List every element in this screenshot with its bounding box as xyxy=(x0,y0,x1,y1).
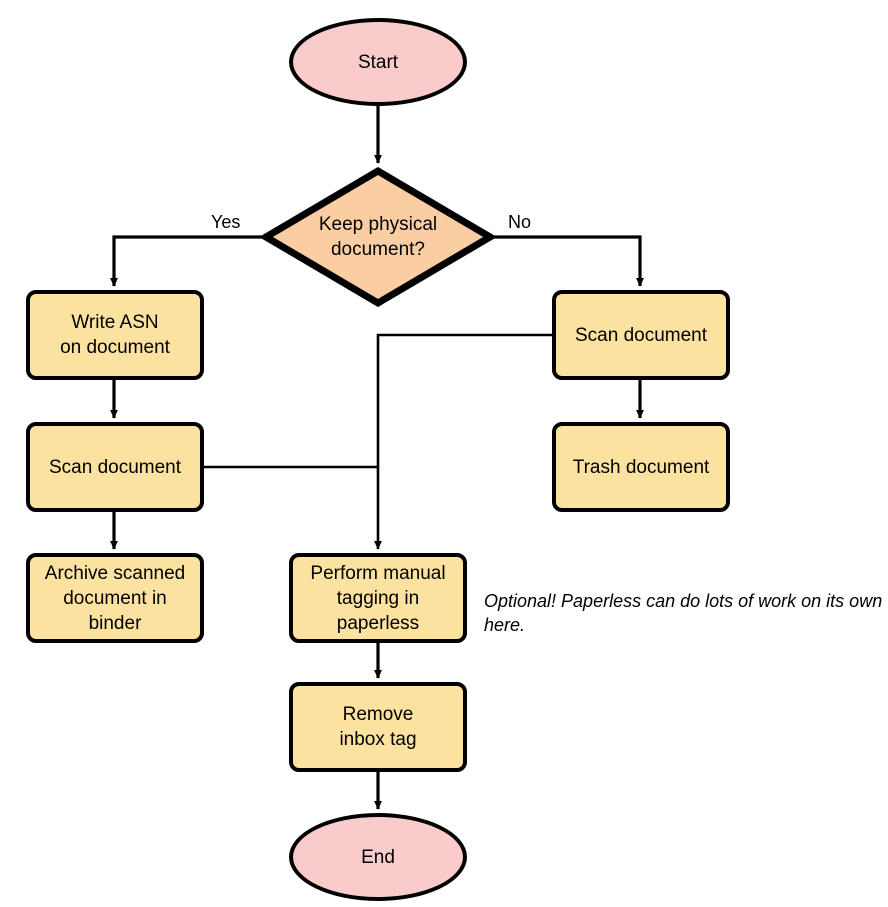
node-trash-document-label: Trash document xyxy=(572,456,710,478)
node-keep-physical-document[interactable]: Keep physical document? xyxy=(262,167,494,307)
node-archive-scanned-document-in-binder[interactable]: Archive scanned document in binder xyxy=(26,553,204,643)
edge-scan-right-to-tagging xyxy=(374,333,552,550)
edge-decision-no xyxy=(494,235,644,287)
node-start-label: Start xyxy=(357,51,399,73)
edge-decision-yes xyxy=(110,235,262,287)
node-scan-document-right-label: Scan document xyxy=(574,324,708,346)
edge-label-yes: Yes xyxy=(211,212,241,232)
diamond-shape xyxy=(262,167,494,307)
node-scan-document-left[interactable]: Scan document xyxy=(26,422,204,512)
edge-label-no: No xyxy=(508,212,532,232)
node-start[interactable]: Start xyxy=(289,18,467,106)
node-write-asn-on-document-label: Write ASN on document xyxy=(60,312,170,358)
node-remove-inbox-tag-label: Remove inbox tag xyxy=(339,704,417,750)
node-trash-document[interactable]: Trash document xyxy=(552,422,730,512)
node-remove-inbox-tag[interactable]: Remove inbox tag xyxy=(289,682,467,772)
node-perform-manual-tagging-in-paperless-label: Perform manual tagging in paperless xyxy=(310,562,446,634)
node-end-label: End xyxy=(361,846,395,868)
node-end[interactable]: End xyxy=(289,813,467,901)
node-scan-document-left-label: Scan document xyxy=(48,456,182,478)
node-scan-document-right[interactable]: Scan document xyxy=(552,290,730,380)
node-archive-scanned-document-in-binder-label: Archive scanned document in binder xyxy=(44,562,186,634)
annotation-optional-note: Optional! Paperless can do lots of work … xyxy=(484,591,883,635)
node-keep-physical-document-label: Keep physical document? xyxy=(318,214,438,260)
node-perform-manual-tagging-in-paperless[interactable]: Perform manual tagging in paperless xyxy=(289,553,467,643)
node-write-asn-on-document[interactable]: Write ASN on document xyxy=(26,290,204,380)
